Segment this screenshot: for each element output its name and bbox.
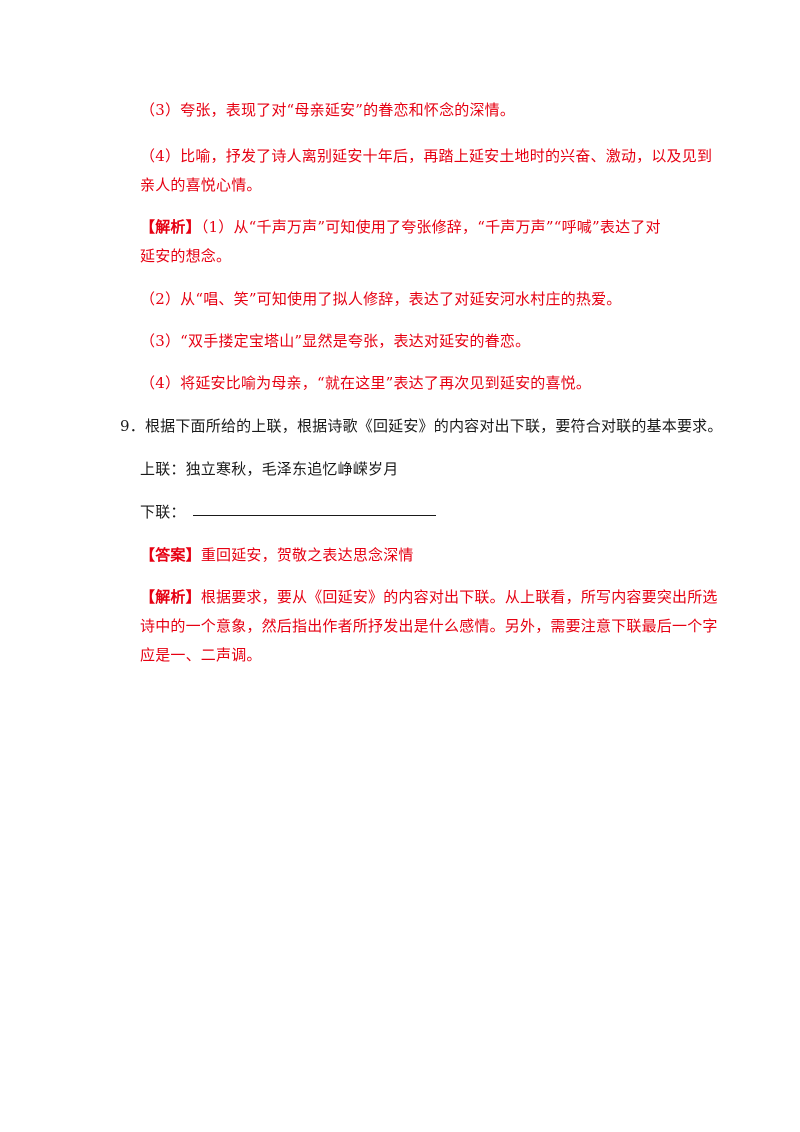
answer-tag: 【答案】 (140, 546, 201, 564)
analysis-item-2: （2）从“唱、笑”可知使用了拟人修辞，表达了对延安河水村庄的热爱。 (140, 289, 621, 309)
analysis-text: （1）从“千声万声”可知使用了夸张修辞，“千声万声”“呼喊”表达了对 (200, 218, 661, 236)
analysis-2-line-3-text: 应是一、二声调。 (140, 646, 262, 664)
analysis-2-line-2-text: 诗中的一个意象，然后指出作者所抒发出是什么感情。另外，需要注意下联最后一个字 (140, 617, 718, 635)
analysis-item-4-text: （4）将延安比喻为母亲，“就在这里”表达了再次见到延安的喜悦。 (140, 374, 592, 392)
upper-couplet-text: 上联：独立寒秋，毛泽东追忆峥嵘岁月 (140, 460, 399, 478)
answer-item-3-text: （3）夸张，表现了对“母亲延安”的眷恋和怀念的深情。 (140, 101, 516, 119)
upper-couplet: 上联：独立寒秋，毛泽东追忆峥嵘岁月 (140, 459, 398, 479)
analysis-block-2: 【解析】根据要求，要从《回延安》的内容对出下联。从上联看，所写内容要突出所选 (140, 587, 718, 607)
question-9: 9．根据下面所给的上联，根据诗歌《回延安》的内容对出下联，要符合对联的基本要求。 (120, 416, 723, 436)
lower-couplet-label-text: 下联： (140, 503, 186, 521)
question-9-text: 9．根据下面所给的上联，根据诗歌《回延安》的内容对出下联，要符合对联的基本要求。 (120, 417, 723, 435)
answer-item-4-text: （4）比喻，抒发了诗人离别延安十年后，再踏上延安土地时的兴奋、激动，以及见到 (140, 147, 713, 165)
analysis-2-text: 根据要求，要从《回延安》的内容对出下联。从上联看，所写内容要突出所选 (200, 588, 718, 606)
analysis-tag: 【解析】 (140, 218, 201, 236)
analysis-item-3-text: （3）“双手搂定宝塔山”显然是夸张，表达对延安的眷恋。 (140, 332, 531, 350)
answer-item-3: （3）夸张，表现了对“母亲延安”的眷恋和怀念的深情。 (140, 100, 515, 120)
analysis-block-1: 【解析】（1）从“千声万声”可知使用了夸张修辞，“千声万声”“呼喊”表达了对 (140, 217, 661, 237)
analysis-block-2-line-3: 应是一、二声调。 (140, 645, 262, 665)
analysis-item-3: （3）“双手搂定宝塔山”显然是夸张，表达对延安的眷恋。 (140, 331, 530, 351)
analysis-item-4: （4）将延安比喻为母亲，“就在这里”表达了再次见到延安的喜悦。 (140, 373, 591, 393)
answer-item-4: （4）比喻，抒发了诗人离别延安十年后，再踏上延安土地时的兴奋、激动，以及见到 (140, 146, 712, 166)
answer-item-4-continued: 亲人的喜悦心情。 (140, 175, 262, 195)
answer-item-4-continued-text: 亲人的喜悦心情。 (140, 176, 262, 194)
analysis-item-2-text: （2）从“唱、笑”可知使用了拟人修辞，表达了对延安河水村庄的热爱。 (140, 290, 622, 308)
answer-block: 【答案】重回延安，贺敬之表达思念深情 (140, 545, 414, 565)
lower-couplet-label: 下联： (140, 502, 186, 522)
analysis-block-1-continued: 延安的想念。 (140, 246, 231, 266)
analysis-tag-2: 【解析】 (140, 588, 201, 606)
answer-blank-line (193, 515, 436, 516)
analysis-block-2-line-2: 诗中的一个意象，然后指出作者所抒发出是什么感情。另外，需要注意下联最后一个字 (140, 616, 718, 636)
analysis-continued-text: 延安的想念。 (140, 247, 232, 265)
answer-text: 重回延安，贺敬之表达思念深情 (200, 546, 414, 564)
